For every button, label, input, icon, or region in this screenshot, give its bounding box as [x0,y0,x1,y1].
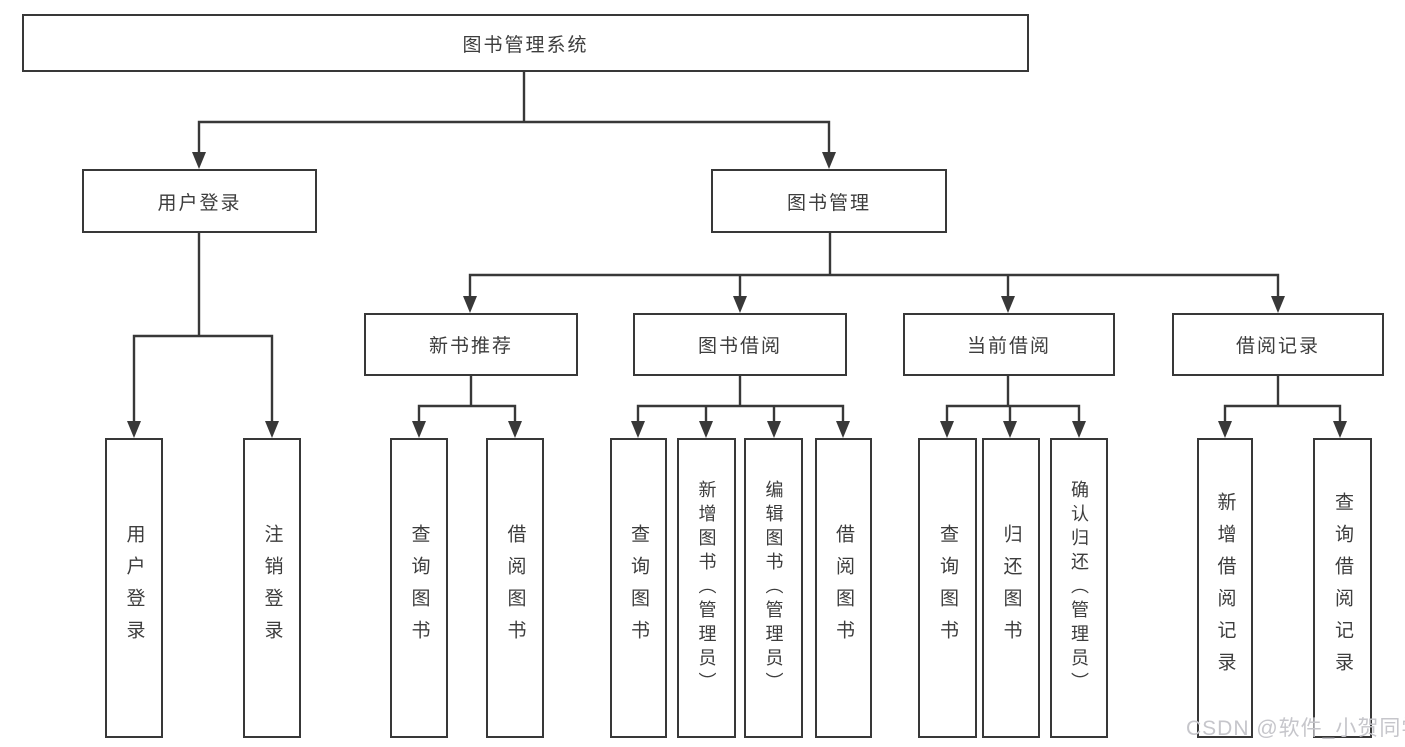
leaf-logout-label: 注销登录 [261,524,283,652]
leaf-user-login-label: 用户登录 [123,524,145,652]
leaf-query-books-borrow: 查询图书 [610,438,667,738]
leaf-query-books-current: 查询图书 [918,438,977,738]
leaf-query-borrow-record-label: 查询借阅记录 [1332,492,1353,684]
leaf-borrow-books-recommend-label: 借阅图书 [504,524,526,652]
leaf-query-borrow-record: 查询借阅记录 [1313,438,1372,738]
leaf-edit-books-admin: 编辑图书（管理员） [744,438,803,738]
leaf-borrow-books: 借阅图书 [815,438,872,738]
leaf-add-books-admin-label: 新增图书（管理员） [696,480,717,696]
leaf-confirm-return-admin: 确认归还（管理员） [1050,438,1108,738]
leaf-add-books-admin: 新增图书（管理员） [677,438,736,738]
node-current-borrow: 当前借阅 [903,313,1115,376]
leaf-user-login: 用户登录 [105,438,163,738]
leaf-borrow-books-label: 借阅图书 [833,524,854,652]
leaf-query-books-current-label: 查询图书 [937,524,958,652]
node-borrow-records: 借阅记录 [1172,313,1384,376]
node-user-login: 用户登录 [82,169,317,233]
leaf-confirm-return-admin-label: 确认归还（管理员） [1069,480,1089,696]
leaf-return-books-label: 归还图书 [1000,524,1022,652]
leaf-query-books-recommend-label: 查询图书 [408,524,430,652]
leaf-query-books-borrow-label: 查询图书 [628,524,649,652]
node-library-management-system: 图书管理系统 [22,14,1029,72]
leaf-return-books: 归还图书 [982,438,1040,738]
leaf-add-borrow-record-label: 新增借阅记录 [1214,492,1236,684]
leaf-add-borrow-record: 新增借阅记录 [1197,438,1253,738]
leaf-borrow-books-recommend: 借阅图书 [486,438,544,738]
node-new-book-recommend: 新书推荐 [364,313,578,376]
leaf-edit-books-admin-label: 编辑图书（管理员） [763,480,784,696]
leaf-query-books-recommend: 查询图书 [390,438,448,738]
node-book-management: 图书管理 [711,169,947,233]
leaf-logout: 注销登录 [243,438,301,738]
csdn-watermark: CSDN @软件_小贺同学 [1186,717,1405,740]
node-book-borrow: 图书借阅 [633,313,847,376]
